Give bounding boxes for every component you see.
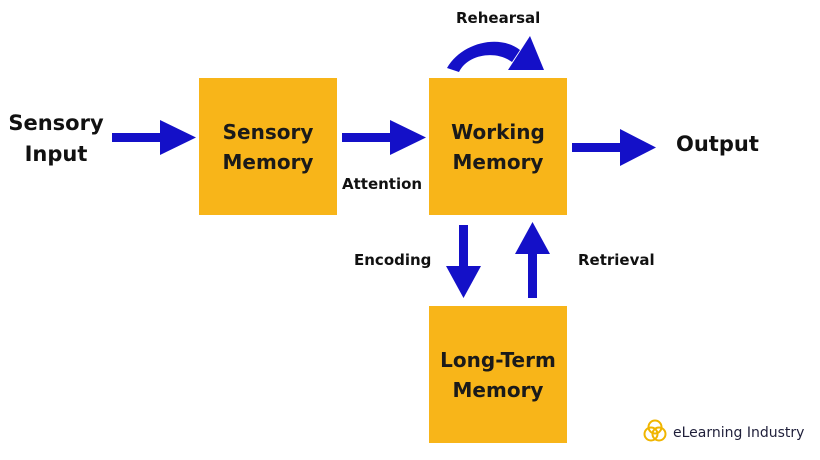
sensory-memory-box: Sensory Memory (199, 78, 337, 215)
working-memory-box: Working Memory (429, 78, 567, 215)
sensory-input-line2: Input (24, 142, 88, 166)
arrow-input-to-sensory (112, 120, 196, 155)
elearning-industry-logo-icon (642, 418, 668, 448)
arrow-encoding (446, 225, 481, 298)
rehearsal-label: Rehearsal (456, 9, 541, 27)
sensory-memory-line2: Memory (222, 149, 314, 174)
arrow-attention (342, 120, 426, 155)
arrow-output (572, 129, 656, 166)
encoding-label: Encoding (354, 251, 432, 269)
sensory-memory-line1: Sensory (222, 119, 314, 144)
retrieval-label: Retrieval (578, 251, 655, 269)
arrow-retrieval (515, 222, 550, 298)
brand: eLearning Industry (642, 418, 805, 448)
sensory-input-label: Sensory Input (4, 108, 108, 170)
arrow-rehearsal (447, 36, 544, 72)
working-memory-line1: Working (451, 119, 545, 144)
long-term-memory-box: Long-Term Memory (429, 306, 567, 443)
output-label: Output (676, 132, 759, 156)
long-term-memory-line1: Long-Term (440, 347, 556, 372)
working-memory-line2: Memory (452, 149, 544, 174)
sensory-input-line1: Sensory (8, 111, 104, 135)
attention-label: Attention (342, 175, 423, 193)
long-term-memory-line2: Memory (452, 377, 544, 402)
brand-name: eLearning Industry (673, 425, 805, 441)
